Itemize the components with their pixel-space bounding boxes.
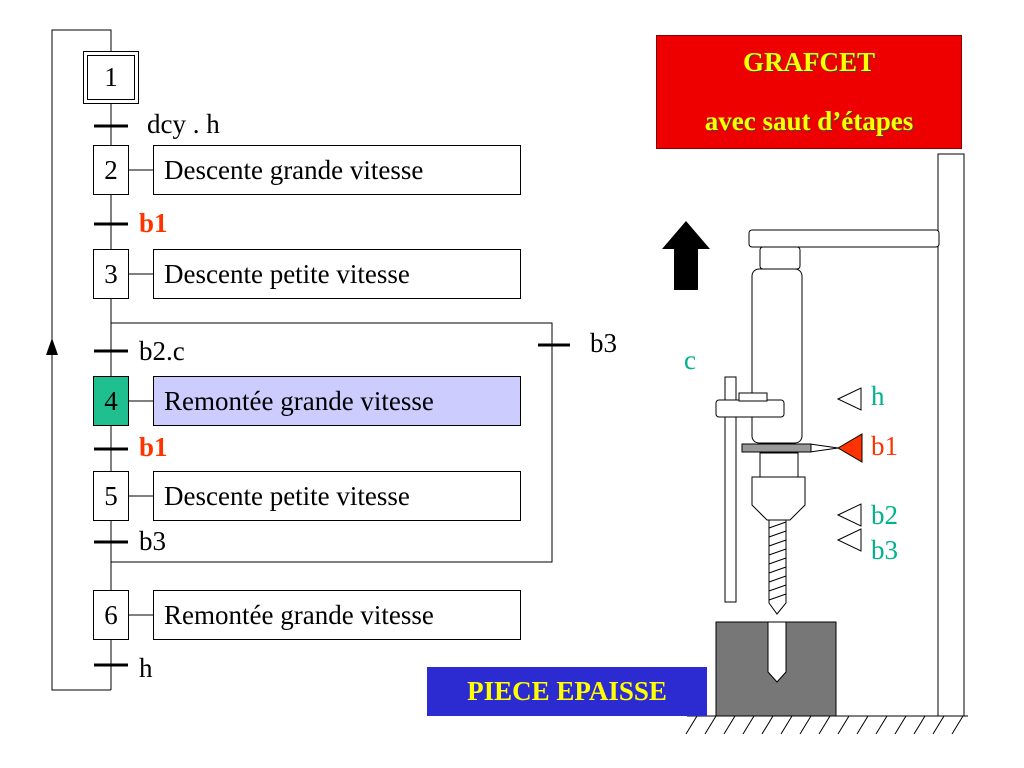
- title-box: GRAFCET avec saut d’étapes: [656, 35, 962, 149]
- ground-hatching: [685, 715, 964, 735]
- skip-branch-line: [111, 322, 553, 563]
- flag-plate: [741, 443, 812, 453]
- sensor-c-label: c: [684, 345, 696, 375]
- cam-clamp: [715, 399, 785, 418]
- step-4-active: 4: [93, 376, 129, 426]
- loop-arrow-icon: [46, 338, 58, 355]
- step-6: 6: [93, 590, 129, 640]
- chuck-lower: [751, 476, 806, 521]
- sensor-b3-icon: [836, 528, 862, 552]
- title-line-1: GRAFCET: [742, 47, 875, 77]
- transition-label-5: b3: [139, 526, 166, 556]
- cam-knob: [738, 392, 768, 402]
- sensor-b2-label: b2: [871, 500, 898, 530]
- transition-label-3: b2.c: [139, 336, 185, 366]
- title-line-2: avec saut d’étapes: [704, 106, 914, 136]
- step-2: 2: [93, 145, 129, 195]
- action-step-5: Descente petite vitesse: [153, 471, 521, 521]
- transition-label-6: h: [139, 653, 153, 683]
- piece-label: PIECE EPAISSE: [427, 667, 707, 716]
- action-step-6: Remontée grande vitesse: [153, 590, 521, 640]
- spindle-collar: [759, 246, 801, 270]
- transition-label-1: dcy . h: [147, 109, 220, 139]
- skip-transition-label: b3: [590, 328, 617, 358]
- step-1-number: 1: [87, 55, 135, 100]
- step-1: 1: [83, 51, 139, 104]
- action-step-4: Remontée grande vitesse: [153, 376, 521, 426]
- loop-return-line: [51, 29, 112, 691]
- sensor-b3-label: b3: [871, 535, 898, 565]
- cam-rod: [724, 376, 737, 603]
- workpiece-hole: [767, 621, 787, 683]
- sensor-h-label: h: [871, 381, 885, 411]
- machine-column: [937, 153, 965, 717]
- step-5: 5: [93, 471, 129, 521]
- drill-bit: [768, 519, 787, 615]
- step-3: 3: [93, 249, 129, 299]
- sensor-b1-icon: [837, 433, 863, 463]
- transition-label-2: b1: [139, 208, 168, 238]
- transition-label-4: b1: [139, 432, 168, 462]
- sensor-b2-icon: [836, 503, 862, 527]
- sensor-b1-label: b1: [871, 431, 898, 461]
- action-step-2: Descente grande vitesse: [153, 145, 521, 195]
- chuck-upper: [759, 452, 799, 478]
- machine-arm: [748, 229, 940, 248]
- up-arrow-icon: [662, 221, 710, 290]
- sensor-h-icon: [836, 387, 862, 411]
- action-step-3: Descente petite vitesse: [153, 249, 521, 299]
